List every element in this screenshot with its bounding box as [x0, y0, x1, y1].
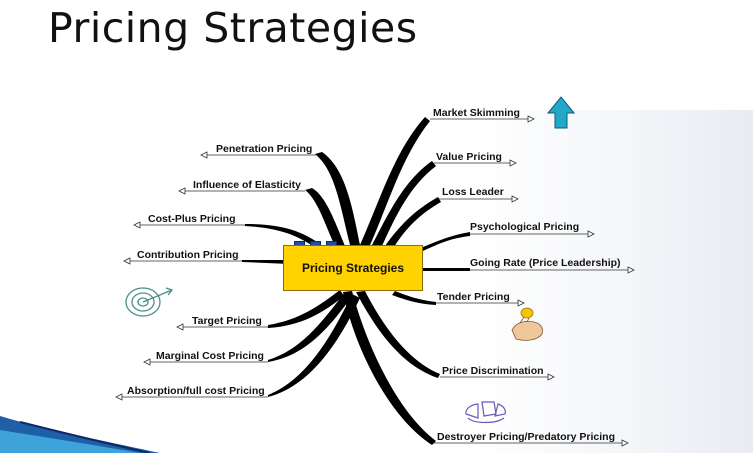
branch-contribution [242, 260, 290, 264]
branch-discrimination [356, 291, 440, 378]
node-influence-of-elasticity: Influence of Elasticity [193, 179, 301, 191]
background-shade [470, 110, 753, 453]
node-penetration-pricing: Penetration Pricing [216, 143, 313, 155]
branch-lossleader [385, 197, 441, 247]
node-value-pricing: Value Pricing [436, 151, 502, 163]
slide-title: Pricing Strategies [48, 4, 418, 52]
central-topic-label: Pricing Strategies [301, 261, 405, 275]
branch-destroyer [343, 291, 436, 445]
branch-value [372, 161, 436, 246]
node-tender-pricing: Tender Pricing [437, 291, 510, 303]
node-loss-leader: Loss Leader [442, 186, 504, 198]
node-destroyer-pricing: Destroyer Pricing/Predatory Pricing [437, 431, 615, 443]
up-arrow-icon [546, 96, 576, 129]
node-market-skimming: Market Skimming [433, 107, 520, 119]
node-marginal-cost-pricing: Marginal Cost Pricing [156, 350, 264, 362]
node-contribution-pricing: Contribution Pricing [137, 249, 239, 261]
branch-elasticity [305, 188, 345, 246]
node-price-discrimination: Price Discrimination [442, 365, 544, 377]
pie-chart-icon [465, 401, 506, 424]
branch-costplus [245, 224, 320, 250]
coin-hand-icon [511, 307, 543, 341]
target-icon [125, 287, 174, 317]
branch-marginal [268, 292, 352, 362]
branch-goingrate [423, 268, 470, 271]
branch-tender [392, 291, 436, 305]
central-topic: Pricing Strategies [283, 245, 423, 291]
branch-psych [423, 232, 470, 251]
branch-target [268, 290, 344, 328]
branch-skimming [360, 117, 430, 245]
node-absorption-pricing: Absorption/full cost Pricing [127, 385, 265, 397]
node-psychological-pricing: Psychological Pricing [470, 221, 580, 233]
branch-penetration [315, 152, 360, 245]
node-cost-plus-pricing: Cost-Plus Pricing [148, 213, 236, 225]
node-going-rate: Going Rate (Price Leadership) [470, 257, 621, 269]
node-target-pricing: Target Pricing [192, 315, 262, 327]
corner-decoration [0, 416, 160, 453]
